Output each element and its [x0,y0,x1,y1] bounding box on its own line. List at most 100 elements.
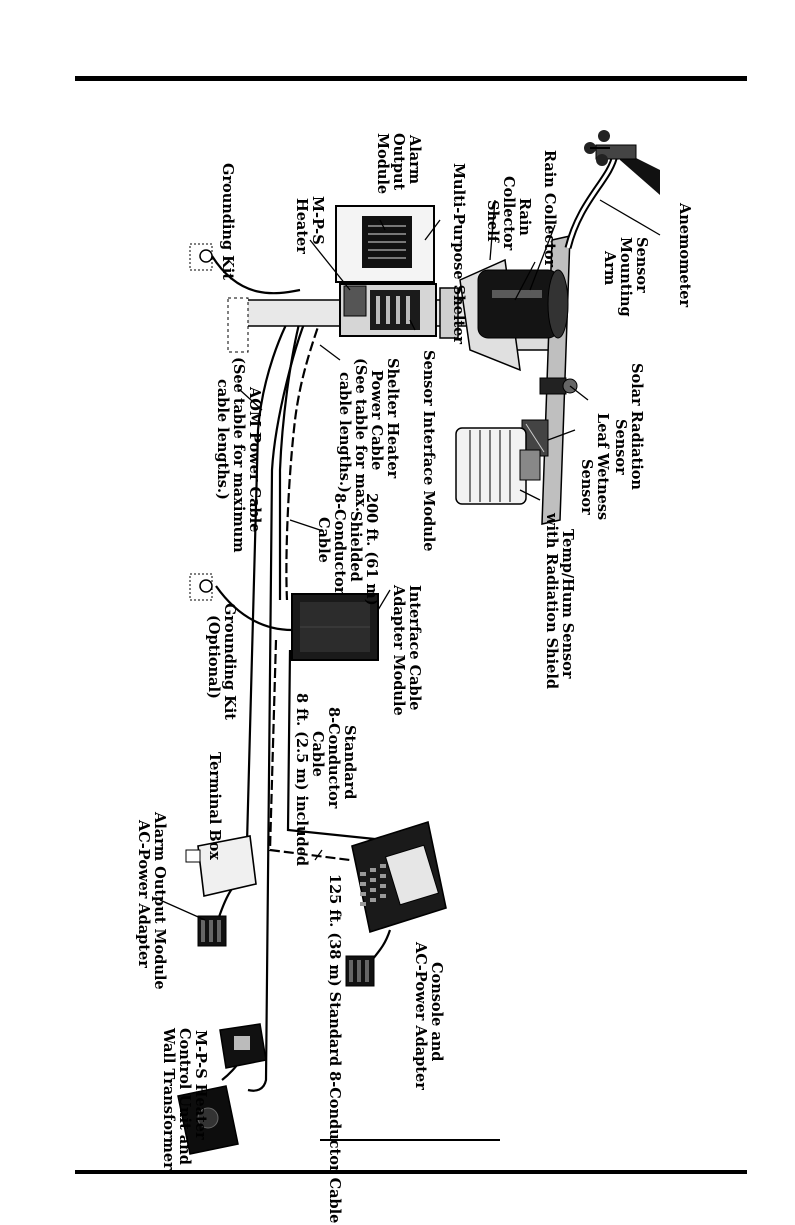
leaf-wetness-label: Leaf Wetness Sensor [578,413,611,520]
rain-collector-shine [492,290,542,298]
grounding-wire-top [211,255,301,295]
label-anemometer: Anemometer [676,202,693,308]
label-mpsc-2: Control Unit and [176,1028,193,1165]
console-adapter-label: Console and AC-Power Adapter [412,941,445,1090]
grounding-rod [227,297,249,353]
anemometer-arm-inner [566,154,617,249]
caption-line [320,1139,500,1141]
label-std-2: 8-Conductor [325,707,342,809]
long-cable-label: 125 ft. (38 m) Standard 8-Conductor Cabl… [326,874,343,1223]
label-gko-2: (Optional) [205,615,222,699]
label-std-4: 8 ft. (2.5 m) included [293,693,310,866]
solar-radiation-label: Solar Radiation Sensor [612,363,645,490]
cup-icon [598,130,610,142]
grounding-kit-optional [189,573,213,601]
grounding-kit-label: Grounding Kit [219,163,236,280]
standard-cable-label: Standard 8-Conductor Cable 8 ft. (2.5 m)… [293,693,358,866]
label-aom-1: Alarm [406,134,423,185]
rain-collector-label: Rain Collector [541,150,558,268]
label-sim: Sensor Interface Module [420,350,437,552]
label-console-2: AC-Power Adapter [412,941,429,1090]
label-ica-2: Adapter Module [390,584,407,716]
terminal-box [185,835,257,897]
label-shield-1: 200 ft. (61 m) [363,493,380,606]
mps-control-unit-label: M-P-S Heater Control Unit and Wall Trans… [160,1027,209,1170]
sensor-mounting-arm-label: Sensor Mounting Arm [601,237,650,317]
label-std-1: Standard [341,725,358,799]
label-solar-2: Sensor [612,419,629,475]
rain-collector-top [547,269,569,339]
grounding-kit-optional-label: Grounding Kit (Optional) [205,603,238,720]
label-leaf-2: Sensor [578,459,595,515]
label-shc-2: Power Cable [368,370,385,470]
label-rain-collector: Rain Collector [541,150,558,268]
console [351,820,447,934]
label-aomc-3: cable lengths.) [214,379,231,500]
console-keypad [360,864,386,906]
label-arm-2: Mounting [617,237,634,317]
multi-purpose-shelter [335,205,437,337]
label-mps-1: M-P-S [309,196,326,245]
label-shelf-1: Rain [516,198,533,236]
shielded-cable-run [285,314,324,601]
rain-collector-shelf-label: Rain Collector Shelf [484,176,533,251]
leader-lines [159,199,661,921]
terminal-box-label: Terminal Box [206,752,223,860]
shelter-heater-cable-label: Shelter Heater Power Cable (See table fo… [336,358,401,512]
label-shelter: Multi-Purpose Shelter [450,163,467,344]
console-ac-adapter [345,955,375,987]
label-aomc-1: AOM Power Cable [246,386,263,532]
label-mpsc-1: M-P-S Heater [192,1030,209,1140]
long-cable-run [268,639,351,862]
mps-heater-control-unit [219,1023,267,1069]
label-temp-2: with Radiation Shield [543,512,560,689]
anemometer-arm [564,154,619,249]
label-shield-2: Shielded [347,511,364,582]
multi-purpose-shelter-label: Multi-Purpose Shelter [450,163,467,344]
label-terminal-box: Terminal Box [206,752,223,860]
temp-hum-radiation-shield [455,427,541,505]
cup-icon [596,154,608,166]
bottom-rule [75,1170,747,1174]
label-aomc-2: (See table for maximum [230,357,247,553]
label-grounding-kit: Grounding Kit [219,163,236,280]
aom-power-cable-label: AOM Power Cable (See table for maximum c… [214,357,263,553]
label-gko-1: Grounding Kit [221,603,238,720]
aom-ac-adapter-label: Alarm Output Module AC-Power Adapter [135,811,168,990]
mast-collar [439,287,459,339]
label-arm-1: Sensor [633,237,650,293]
sensor-interface-module-terminals [376,296,410,324]
label-shc-4: cable lengths.) [336,372,353,493]
label-arm-3: Arm [601,250,618,286]
label-shc-3: (See table for max. [352,358,369,512]
alarm-output-module-label: Alarm Output Module [374,133,423,194]
console-screen [384,844,440,906]
anemometer-label: Anemometer [676,202,693,308]
label-shelf-3: Shelf [484,200,501,244]
solar-radiation-sensor [539,377,578,395]
top-rule [75,76,747,81]
label-aom-3: Module [374,133,391,194]
wind-vane-icon [620,150,660,195]
label-shelf-2: Collector [500,176,517,251]
label-aomac-1: Alarm Output Module [151,811,168,990]
label-solar-1: Solar Radiation [628,363,645,490]
label-mps-2: Heater [293,198,310,254]
label-leaf-1: Leaf Wetness [594,413,611,520]
shielded-cable-run-2 [278,319,302,600]
anemometer [584,130,660,195]
mps-heater [343,285,367,317]
label-mpsc-3: Wall Transformer [160,1027,177,1170]
label-ica-1: Interface Cable [406,585,423,710]
standard-cable-run [286,649,385,842]
label-long-cable: 125 ft. (38 m) Standard 8-Conductor Cabl… [326,874,343,1223]
label-temp-1: Temp/Hum Sensor [559,529,576,679]
sensor-interface-module-label: Sensor Interface Module [420,350,437,552]
grounding-wire-mid [215,585,293,632]
heater-cable [247,304,313,1092]
aom-ac-adapter [197,915,227,947]
label-aomac-2: AC-Power Adapter [135,819,152,968]
temp-hum-label: Temp/Hum Sensor with Radiation Shield [543,512,576,689]
labels: Anemometer Sensor Mounting Arm Solar Rad… [135,133,693,1223]
